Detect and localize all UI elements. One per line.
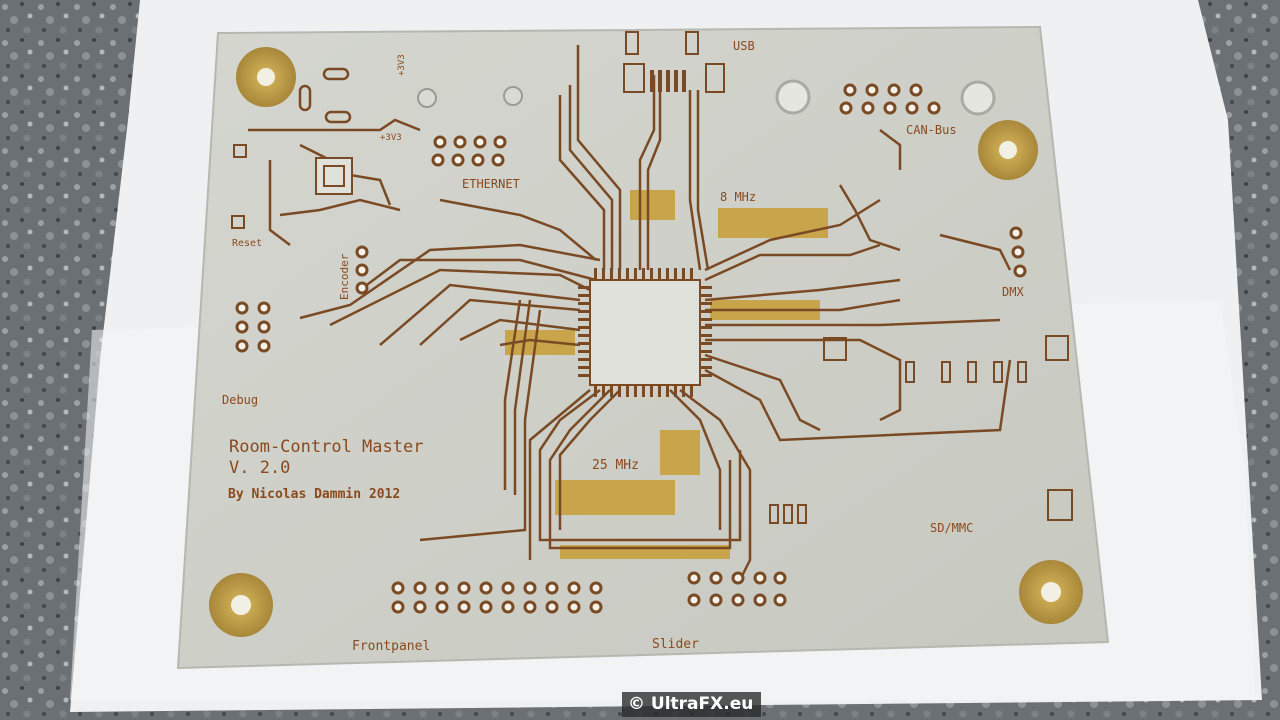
debug-label: Debug [222,393,258,407]
header-pins [235,83,1027,614]
board-version: V. 2.0 [229,458,290,478]
switch-slots [298,67,352,124]
mounting-holes [209,47,1083,637]
usb-connector [623,31,725,93]
v33-mid-label: +3V3 [380,133,402,143]
crystal-8mhz-label: 8 MHz [720,190,756,204]
dmx-label: DMX [1002,285,1024,299]
encoder-label: Encoder [338,253,351,300]
frontpanel-label: Frontpanel [352,639,430,654]
jack-holes [417,86,523,108]
silkscreen: USB ETHERNET CAN-Bus 8 MHz 25 MHz Reset … [222,39,1024,654]
ethernet-label: ETHERNET [462,177,520,191]
crystal-25mhz-label: 25 MHz [592,458,639,473]
v33-top-label: +3V3 [397,54,407,76]
microcontroller [578,268,712,397]
sd-mmc-label: SD/MMC [930,521,973,535]
reset-label: Reset [232,238,262,249]
misc-pads [231,144,1073,524]
pcb-traces [248,45,1012,581]
slider-label: Slider [652,637,699,652]
board-author: By Nicolas Dammin 2012 [228,487,400,502]
ethernet-chip [315,157,353,195]
can-bus-label: CAN-Bus [906,123,957,137]
usb-label: USB [733,39,755,53]
watermark: © UltraFX.eu [622,692,762,717]
board-title: Room-Control Master [229,437,423,457]
